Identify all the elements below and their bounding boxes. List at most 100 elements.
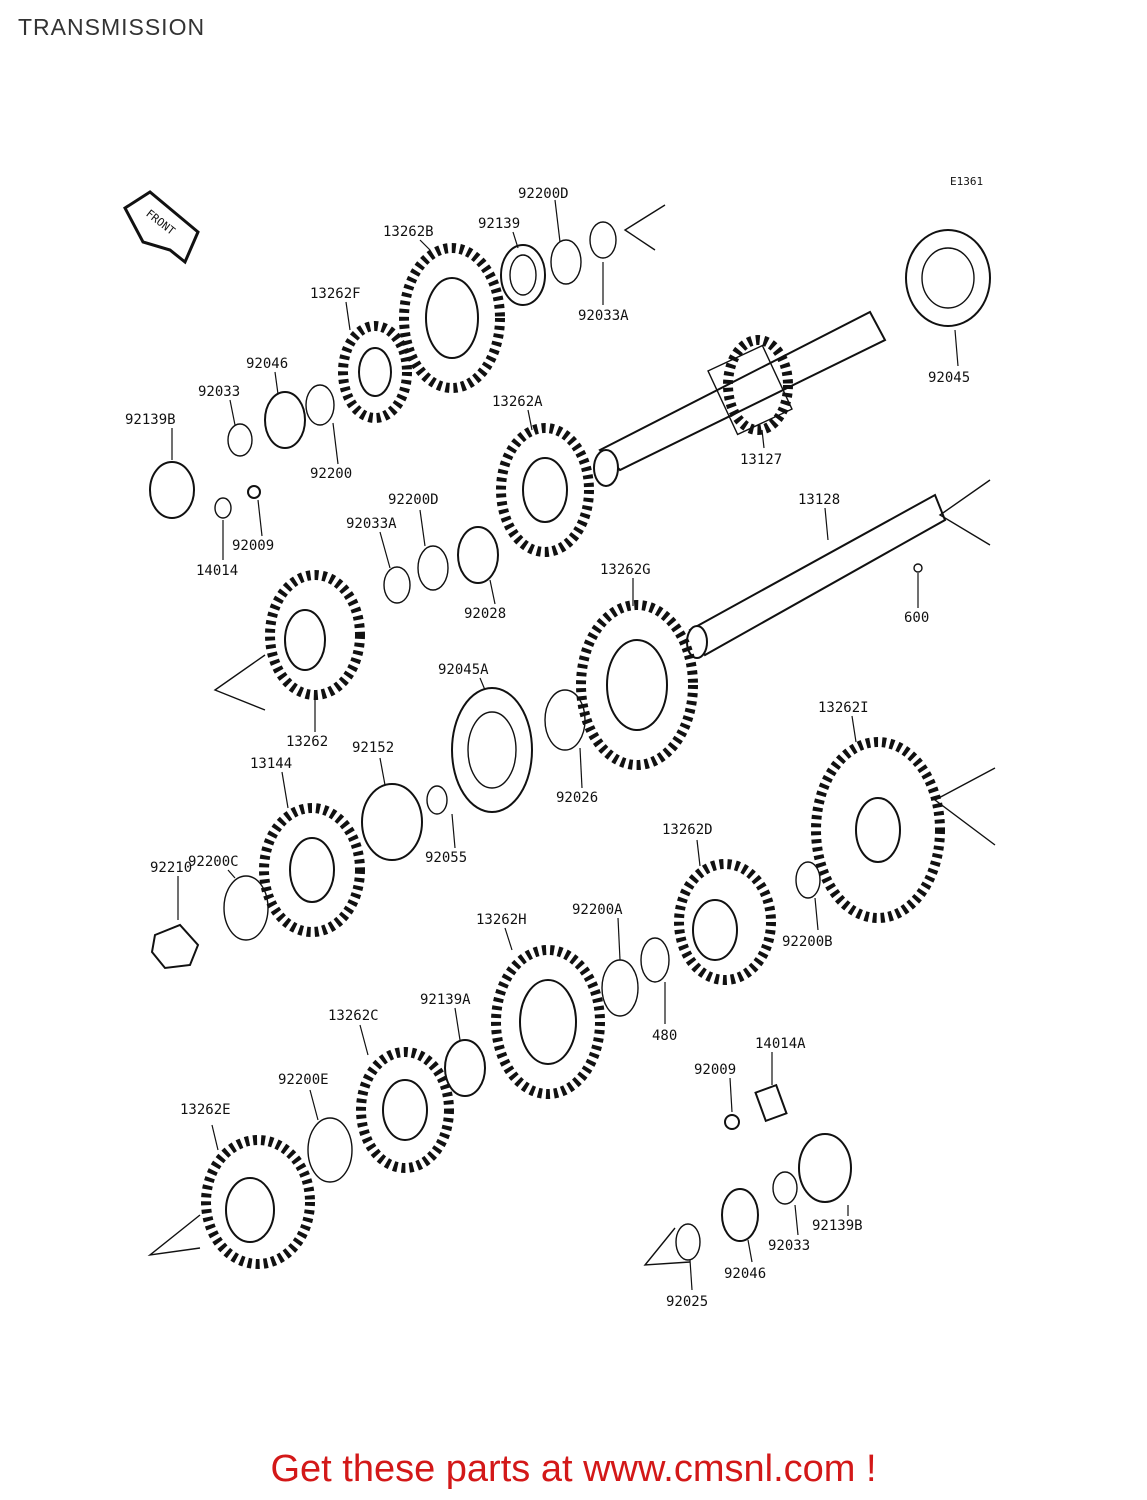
label-92046-bot: 92046 <box>724 1266 766 1282</box>
label-13262F: 13262F <box>310 286 361 302</box>
label-92139A: 92139A <box>420 992 471 1008</box>
label-92200D-mid: 92200D <box>388 492 439 508</box>
washer-92200A-icon <box>601 959 639 1017</box>
gear-13262-icon <box>265 570 365 700</box>
leader-lines <box>171 199 959 1291</box>
label-92033A-mid: 92033A <box>346 516 397 532</box>
axis-pointer <box>643 1227 691 1266</box>
gear-13262I-icon <box>811 737 945 923</box>
needle-bearing-92046-icon <box>264 391 306 449</box>
circlip-480-icon <box>640 937 670 983</box>
label-92055: 92055 <box>425 850 467 866</box>
bushing-92139B-bot-icon <box>798 1133 852 1203</box>
label-92139: 92139 <box>478 216 520 232</box>
gear-13262D-icon <box>674 859 776 985</box>
label-13262E: 13262E <box>180 1102 231 1118</box>
mainshaft-13127 <box>593 310 887 487</box>
label-92139B-bot: 92139B <box>812 1218 863 1234</box>
front-arrow-icon: FRONT <box>123 190 200 265</box>
label-92009-top: 92009 <box>232 538 274 554</box>
gear-13262F-icon <box>338 321 412 423</box>
label-13262: 13262 <box>286 734 328 750</box>
bearing-92045-icon <box>905 229 991 327</box>
label-92200A: 92200A <box>572 902 623 918</box>
bearing-92045A-icon <box>451 687 533 813</box>
gear-13262C-icon <box>356 1047 454 1173</box>
label-92152: 92152 <box>352 740 394 756</box>
washer-92200D-mid-icon <box>417 545 449 591</box>
axis-pointer <box>147 1214 201 1257</box>
collar-92152-icon <box>361 783 423 861</box>
circlip-92033A-mid-icon <box>383 566 411 604</box>
gear-13262A-icon <box>496 423 594 557</box>
label-600: 600 <box>904 610 929 626</box>
label-13262C: 13262C <box>328 1008 379 1024</box>
axis-pointer <box>938 479 991 546</box>
label-13262I: 13262I <box>818 700 869 716</box>
label-92200E: 92200E <box>278 1072 329 1088</box>
label-92033A-top: 92033A <box>578 308 629 324</box>
washer-92200D-icon <box>550 239 582 285</box>
bushing-92028-icon <box>457 526 499 584</box>
washer-92200B-icon <box>795 861 821 899</box>
label-92200D-top: 92200D <box>518 186 569 202</box>
bushing-92139A-icon <box>444 1039 486 1097</box>
label-92210: 92210 <box>150 860 192 876</box>
axis-pointer <box>623 204 666 251</box>
plate-14014A-icon <box>754 1083 788 1123</box>
axis-pointer <box>213 654 266 711</box>
gear-13262G-icon <box>576 600 698 770</box>
sprocket-13144-icon <box>259 803 365 937</box>
label-13262H: 13262H <box>476 912 527 928</box>
label-92009-bot: 92009 <box>694 1062 736 1078</box>
axis-pointer <box>933 767 996 846</box>
label-480: 480 <box>652 1028 677 1044</box>
label-14014: 14014 <box>196 563 238 579</box>
circlip-92033-bot-icon <box>772 1171 798 1205</box>
gear-13262E-icon <box>201 1135 315 1269</box>
label-92033-top: 92033 <box>198 384 240 400</box>
oring-92055-icon <box>426 785 448 815</box>
label-13127: 13127 <box>740 452 782 468</box>
label-14014A: 14014A <box>755 1036 806 1052</box>
gear-13262H-icon <box>491 945 605 1099</box>
label-13144: 13144 <box>250 756 292 772</box>
needle-bearing-92046-bot-icon <box>721 1188 759 1242</box>
driveshaft-13128 <box>686 493 947 659</box>
washer-92025-icon <box>675 1223 701 1261</box>
bolt-92009-bot-icon <box>724 1114 740 1130</box>
nut-92210-icon <box>150 923 200 970</box>
label-92045: 92045 <box>928 370 970 386</box>
label-92200: 92200 <box>310 466 352 482</box>
ball-600-icon <box>913 563 923 573</box>
label-92026: 92026 <box>556 790 598 806</box>
circlip-92033A-icon <box>589 221 617 259</box>
label-92045A: 92045A <box>438 662 489 678</box>
circlip-92033-icon <box>227 423 253 457</box>
washer-92200C-icon <box>223 875 269 941</box>
bushing-92139-icon <box>500 244 546 306</box>
label-92028: 92028 <box>464 606 506 622</box>
gear-13262B-icon <box>399 243 505 393</box>
label-92139B-top: 92139B <box>125 412 176 428</box>
label-13262G: 13262G <box>600 562 651 578</box>
label-92200C: 92200C <box>188 854 239 870</box>
plate-14014-icon <box>214 497 232 519</box>
label-92025: 92025 <box>666 1294 708 1310</box>
transmission-exploded-diagram: FRONT E1361 <box>123 175 996 1310</box>
parts-link-banner[interactable]: Get these parts at www.cmsnl.com ! <box>270 1448 877 1490</box>
label-92033-bot: 92033 <box>768 1238 810 1254</box>
label-13262D: 13262D <box>662 822 713 838</box>
label-13262A: 13262A <box>492 394 543 410</box>
bolt-92009-icon <box>247 485 261 499</box>
diagram-code: E1361 <box>950 175 983 188</box>
label-92200B: 92200B <box>782 934 833 950</box>
washer-92200-icon <box>305 384 335 426</box>
page-title: TRANSMISSION <box>18 14 206 40</box>
washer-92200E-icon <box>307 1117 353 1183</box>
label-13262B: 13262B <box>383 224 434 240</box>
bushing-92139B-icon <box>149 461 195 519</box>
label-13128: 13128 <box>798 492 840 508</box>
washer-92026-icon <box>544 689 586 751</box>
label-92046-top: 92046 <box>246 356 288 372</box>
